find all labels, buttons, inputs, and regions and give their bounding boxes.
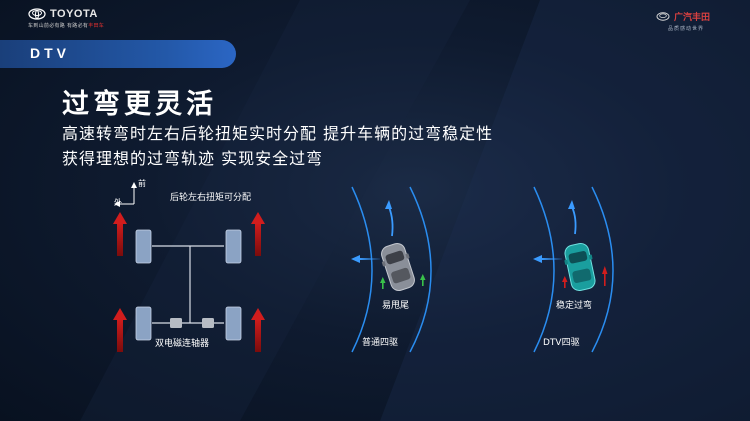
- chassis-frame: [152, 245, 224, 324]
- gac-slogan: 品质感动世界: [667, 26, 704, 32]
- track-outer-edge: [591, 186, 614, 353]
- toyota-brand-name: TOYOTA: [50, 8, 98, 20]
- toyota-slogan: 车到山前必有路 有路必有丰田车: [28, 22, 104, 29]
- track-label-normal: 普通四驱: [362, 336, 398, 348]
- track-inner-edge: [533, 186, 555, 353]
- red-arrow-rear-left: [113, 308, 127, 352]
- rear-right-wheel: [225, 306, 242, 341]
- red-arrow-small-right: [602, 266, 608, 274]
- front-left-wheel: [135, 229, 152, 264]
- torque-arrows: [113, 212, 265, 352]
- header-bar: TOYOTA 车到山前必有路 有路必有丰田车 广汽丰田 品质感动世界: [0, 0, 750, 38]
- lateral-force-arrow: [351, 255, 360, 263]
- slogan-part-b: 有路必有: [67, 23, 89, 29]
- car-label-unstable: 易甩尾: [382, 300, 409, 311]
- axis-front-label: 前: [138, 178, 146, 188]
- torque-label: 后轮左右扭矩可分配: [170, 191, 251, 203]
- page-title: 过弯更灵活: [62, 89, 217, 120]
- red-arrow-front-left: [113, 212, 127, 256]
- gac-brand-name: 广汽丰田: [673, 13, 710, 23]
- red-arrow-small-left: [562, 276, 568, 282]
- travel-direction-arrow: [568, 200, 575, 209]
- coupling-label: 双电磁连轴器: [155, 337, 209, 349]
- car-label-stable: 稳定过弯: [556, 299, 592, 311]
- section-banner: DTV: [0, 40, 236, 68]
- gac-toyota-logo[interactable]: 广汽丰田 品质感动世界: [656, 10, 710, 32]
- lateral-force-arrow: [533, 255, 542, 263]
- red-arrow-rear-right: [251, 308, 265, 352]
- axis-indicator: 前 外: [114, 178, 146, 207]
- gac-toyota-emblem-icon: [656, 12, 670, 21]
- green-arrow-right: [420, 274, 426, 280]
- corner-dtv-awd: 稳定过弯 DTV四驱: [533, 186, 614, 353]
- toyota-logo[interactable]: TOYOTA 车到山前必有路 有路必有丰田车: [28, 8, 104, 29]
- slogan-part-a: 车到山前必有路: [28, 23, 66, 29]
- coupling-right: [202, 318, 214, 328]
- axis-outer-label: 外: [114, 197, 122, 207]
- subtitle-line-1: 高速转弯时左右后轮扭矩实时分配 提升车辆的过弯稳定性: [62, 124, 494, 143]
- track-inner-edge: [351, 186, 373, 353]
- banner-label: DTV: [30, 45, 70, 61]
- track-outer-edge: [409, 186, 432, 353]
- teal-car-icon: [564, 242, 596, 292]
- front-right-wheel: [225, 229, 242, 264]
- subtitle-line-2: 获得理想的过弯轨迹 实现安全过弯: [62, 149, 324, 168]
- corner-normal-awd: 易甩尾 普通四驱: [351, 186, 432, 353]
- green-arrow-left: [380, 277, 386, 283]
- toyota-emblem-icon: [28, 8, 46, 20]
- coupling-left: [170, 318, 182, 328]
- travel-direction-arrow: [385, 200, 392, 209]
- track-label-dtv: DTV四驱: [543, 337, 580, 348]
- rear-left-wheel: [135, 306, 152, 341]
- red-arrow-front-right: [251, 212, 265, 256]
- drivetrain-diagram: 前 外 后轮左右扭矩可分配 双电磁连轴器: [113, 178, 265, 352]
- gray-car-icon: [381, 242, 415, 292]
- slogan-part-c: 丰田车: [88, 23, 105, 29]
